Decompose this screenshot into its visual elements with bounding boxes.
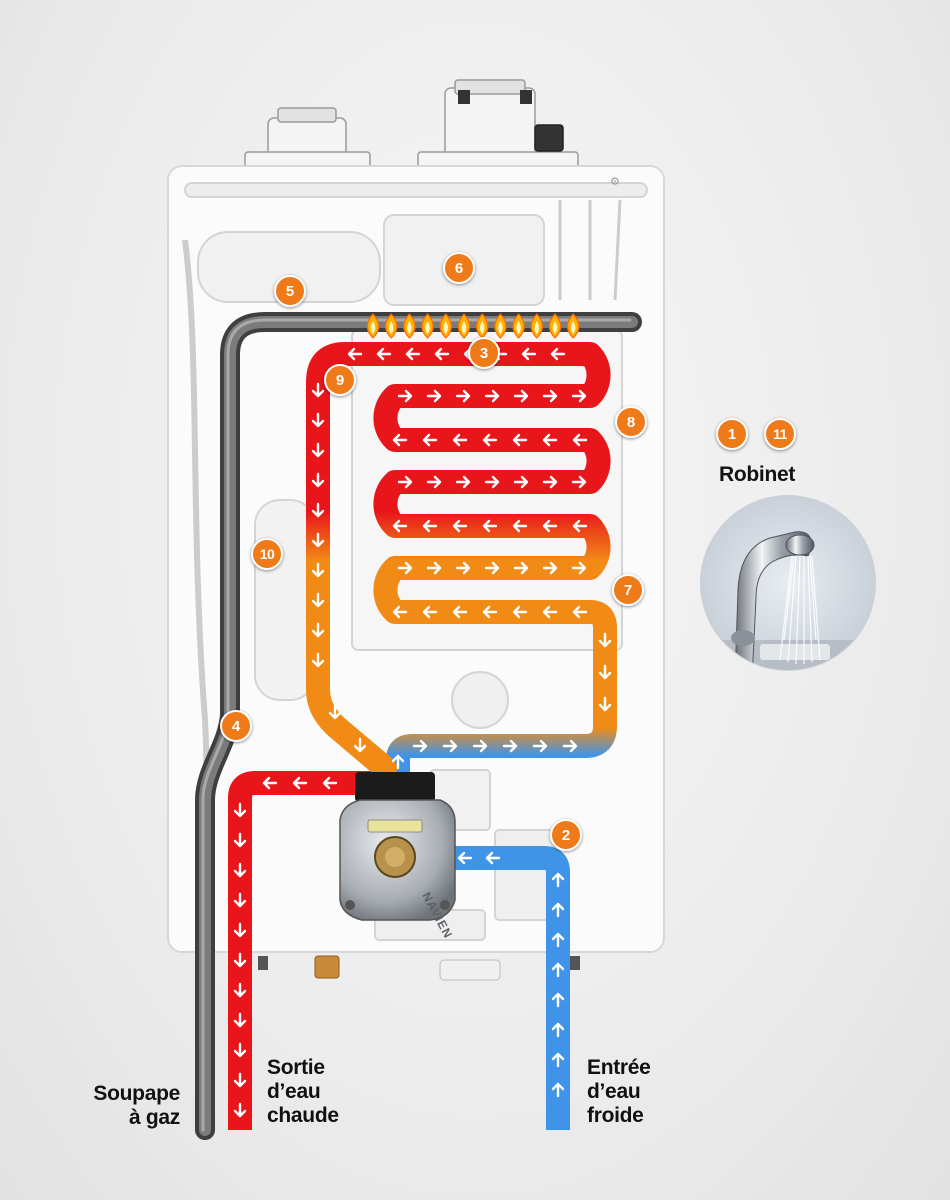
badge-5: 5 (274, 275, 306, 307)
badge-3: 3 (468, 337, 500, 369)
badge-8: 8 (615, 406, 647, 438)
top-fittings (245, 80, 578, 170)
gas-valve-label-line-2: à gaz (60, 1106, 180, 1130)
badge-7: 7 (612, 574, 644, 606)
badge-1: 1 (716, 418, 748, 450)
svg-text:⚙: ⚙ (610, 176, 620, 188)
cold-inlet-label: Entrée d’eau froide (587, 1056, 651, 1128)
badge-4: 4 (220, 710, 252, 742)
gas-valve-label: Soupape à gaz (60, 1082, 180, 1130)
cold-inlet-label-line-1: Entrée (587, 1056, 651, 1080)
badge-11: 11 (764, 418, 796, 450)
badge-9: 9 (324, 364, 356, 396)
hot-outlet-label-line-2: d’eau (267, 1080, 339, 1104)
gas-valve-label-line-1: Soupape (60, 1082, 180, 1106)
robinet-label: Robinet (719, 463, 795, 487)
faucet-illustration (700, 495, 880, 680)
hot-outlet-label: Sortie d’eau chaude (267, 1056, 339, 1128)
cold-inlet-label-line-2: d’eau (587, 1080, 651, 1104)
badge-10: 10 (251, 538, 283, 570)
cold-inlet-label-line-3: froide (587, 1104, 651, 1128)
hot-outlet-label-line-3: chaude (267, 1104, 339, 1128)
badge-6: 6 (443, 252, 475, 284)
badge-2: 2 (550, 819, 582, 851)
hot-outlet-label-line-1: Sortie (267, 1056, 339, 1080)
bottom-fittings (258, 956, 580, 980)
